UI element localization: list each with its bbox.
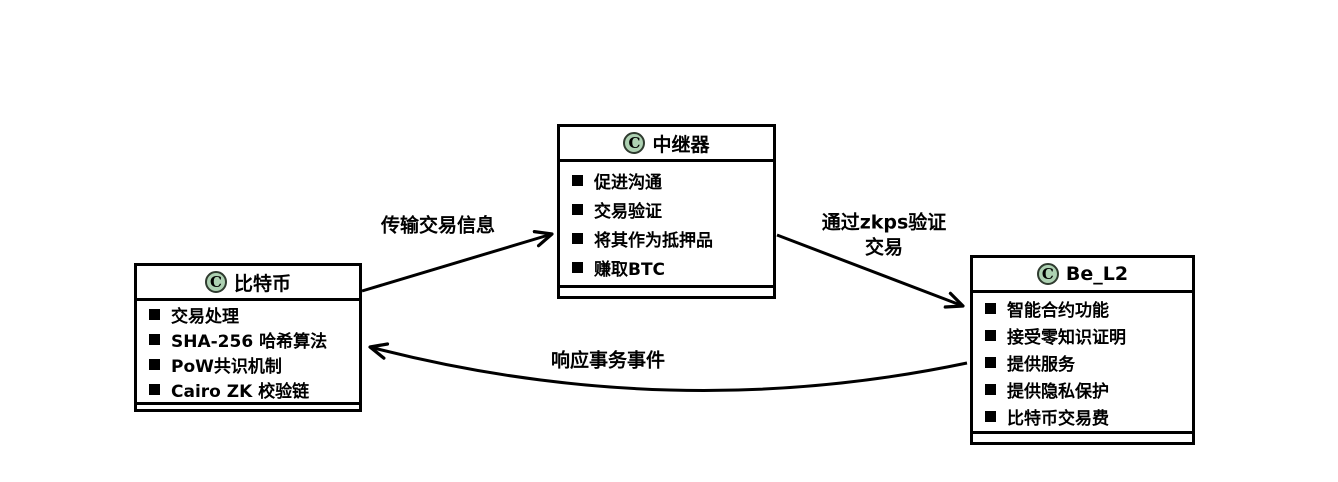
square-bullet-icon [572,203,583,215]
attribute-text: 交易验证 [594,201,662,222]
attribute-text: 赚取BTC [594,259,666,280]
class-circle-icon: C [623,132,646,154]
attribute-row: 提供服务 [985,351,1184,375]
attribute-row: 接受零知识证明 [985,324,1184,348]
attribute-text: 比特币交易费 [1007,408,1109,429]
attribute-text: PoW共识机制 [171,356,282,377]
class-circle-icon: C [204,271,227,293]
class-title-bitcoin: C 比特币 [137,266,359,301]
edge-bitcoin-to-relay [361,230,554,293]
class-name: 中继器 [652,133,710,156]
attribute-text: 促进沟通 [594,172,662,193]
square-bullet-icon [572,232,583,244]
square-bullet-icon [149,358,160,370]
class-attributes-bitcoin: 交易处理 SHA-256 哈希算法 PoW共识机制 Cairo ZK 校验链 [137,301,359,402]
square-bullet-icon [985,383,996,395]
attribute-text: 将其作为抵押品 [594,230,713,251]
square-bullet-icon [985,329,996,341]
square-bullet-icon [149,383,160,395]
class-name: Be_L2 [1065,263,1129,285]
square-bullet-icon [149,333,160,345]
edge-relay-to-bel2 [776,233,965,309]
class-circle-icon: C [1036,263,1059,285]
square-bullet-icon [985,410,996,422]
edge-label-verify-via-zkps: 通过zkps验证 交易 [821,211,947,258]
attribute-text: 接受零知识证明 [1007,327,1126,348]
attribute-row: 促进沟通 [572,169,765,193]
class-title-bel2: C Be_L2 [973,258,1192,293]
attribute-text: 交易处理 [171,306,239,327]
attribute-text: 提供隐私保护 [1007,381,1109,402]
attribute-text: 提供服务 [1007,354,1075,375]
class-box-bel2: C Be_L2 智能合约功能 接受零知识证明 提供服务 提供隐私保护 比 [970,255,1195,445]
attribute-row: 交易处理 [149,303,351,327]
class-attributes-relay: 促进沟通 交易验证 将其作为抵押品 赚取BTC [560,162,773,285]
square-bullet-icon [985,302,996,314]
class-methods-empty [560,285,773,296]
attribute-row: 将其作为抵押品 [572,227,765,251]
attribute-row: 提供隐私保护 [985,378,1184,402]
attribute-text: SHA-256 哈希算法 [171,331,328,352]
attribute-row: 智能合约功能 [985,297,1184,321]
attribute-row: 交易验证 [572,198,765,222]
attribute-row: PoW共识机制 [149,353,351,377]
attribute-row: Cairo ZK 校验链 [149,378,351,402]
class-methods-empty [137,402,359,413]
class-name: 比特币 [233,272,291,295]
edge-bel2-to-bitcoin [368,342,968,392]
square-bullet-icon [572,261,583,273]
attribute-text: 智能合约功能 [1007,300,1109,321]
attribute-row: 比特币交易费 [985,405,1184,429]
attribute-row: SHA-256 哈希算法 [149,328,351,352]
attribute-text: Cairo ZK 校验链 [171,381,310,402]
class-title-relay: C 中继器 [560,127,773,162]
square-bullet-icon [149,308,160,320]
edge-label-transmit-tx-info: 传输交易信息 [380,214,496,237]
class-attributes-bel2: 智能合约功能 接受零知识证明 提供服务 提供隐私保护 比特币交易费 [973,293,1192,431]
edge-label-respond-tx-events: 响应事务事件 [550,349,666,372]
attribute-row: 赚取BTC [572,256,765,280]
square-bullet-icon [985,356,996,368]
square-bullet-icon [572,174,583,186]
class-box-bitcoin: C 比特币 交易处理 SHA-256 哈希算法 PoW共识机制 Cairo ZK… [134,263,362,412]
class-methods-empty [973,431,1192,442]
class-box-relay: C 中继器 促进沟通 交易验证 将其作为抵押品 赚取BTC [557,124,776,299]
